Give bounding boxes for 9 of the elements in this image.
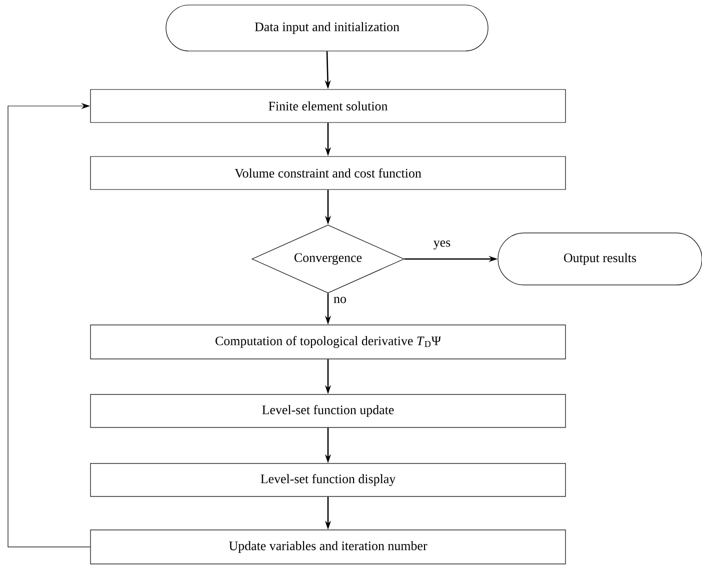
process-box: Computation of topological derivative T$_{D}$Ψ — [90, 324, 566, 360]
arrow — [8, 102, 90, 548]
process-box: Update variables and iteration number — [90, 530, 566, 564]
process-box: Level-set function update — [90, 394, 566, 428]
edge-label: no — [332, 296, 348, 304]
process-box: Level-set function display — [90, 463, 566, 497]
edge-label: yes — [432, 240, 452, 250]
process-box: Volume constraint and cost function — [90, 156, 566, 190]
process-box: Finite element solution — [90, 89, 566, 123]
